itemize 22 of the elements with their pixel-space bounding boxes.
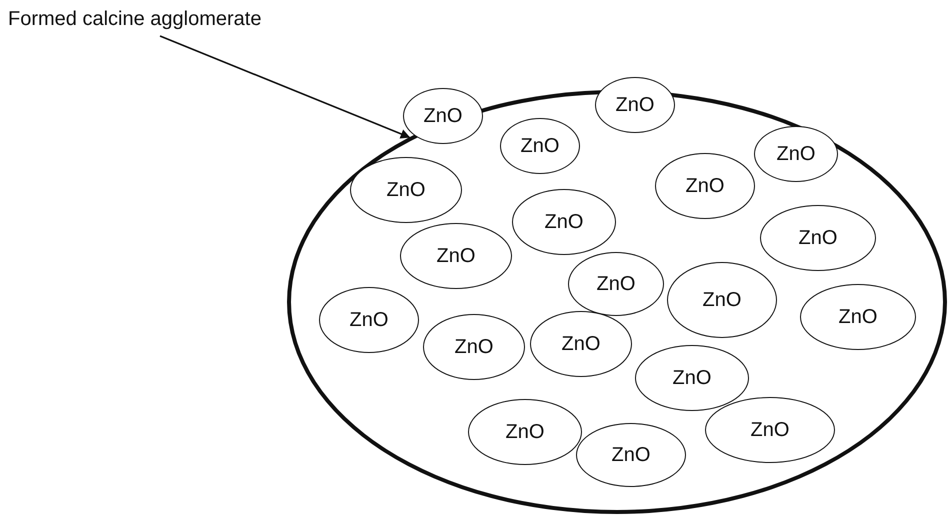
particle-label: ZnO xyxy=(386,178,426,202)
particle-label: ZnO xyxy=(596,272,636,296)
particle-label: ZnO xyxy=(616,94,654,116)
particle-label: ZnO xyxy=(520,134,560,158)
particle-label: ZnO xyxy=(454,336,494,358)
callout-text: Formed calcine agglomerate xyxy=(8,8,262,31)
particle-label: ZnO xyxy=(672,366,712,390)
particle-ellipse xyxy=(568,252,664,316)
particle-label: ZnO xyxy=(702,288,742,312)
particle-label: ZnO xyxy=(544,210,584,234)
particle-label: ZnO xyxy=(776,142,816,166)
particle-label: ZnO xyxy=(506,420,544,444)
particle-label: ZnO xyxy=(838,306,878,328)
particle-label: ZnO xyxy=(612,444,650,466)
particle-label: ZnO xyxy=(424,104,462,128)
leader-arrow xyxy=(160,35,410,138)
particle-label: ZnO xyxy=(798,226,838,250)
particle-label: ZnO xyxy=(750,418,790,442)
particle-label: ZnO xyxy=(436,244,476,268)
particle-label: ZnO xyxy=(562,332,600,356)
particle-label: ZnO xyxy=(686,174,724,198)
particle-label: ZnO xyxy=(350,308,388,332)
